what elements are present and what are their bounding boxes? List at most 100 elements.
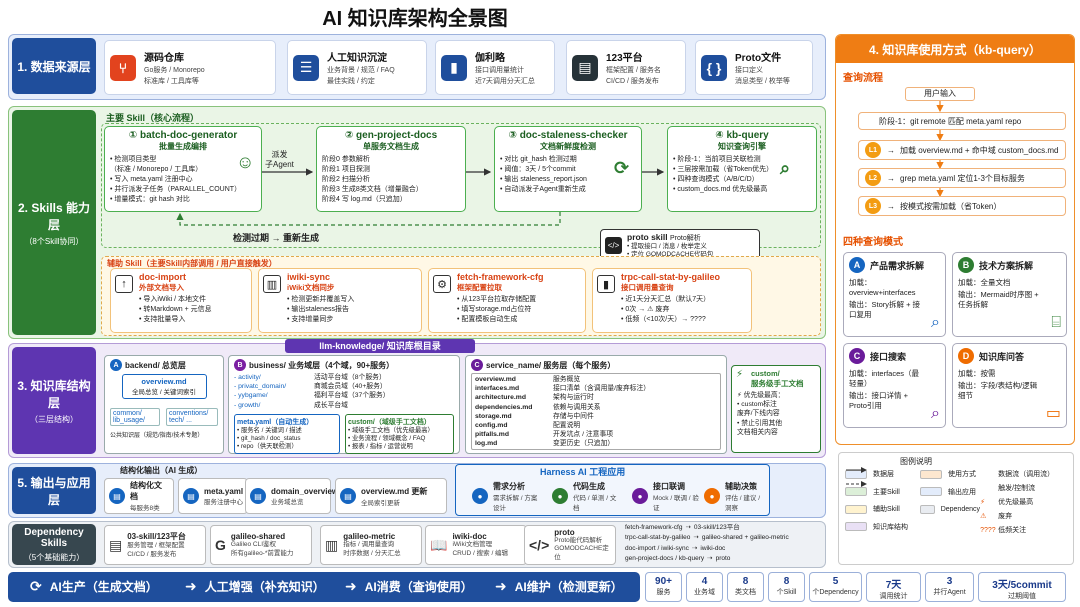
kb-a-note: 公共知识层（规范/指南/技术专题） [110, 433, 204, 439]
lifecycle-step: ⟳AI生产（生成文档） [30, 578, 158, 594]
kb-a-conventions: conventions/tech/ ... [166, 408, 218, 426]
flow-step-text: grep meta.yaml 定位1-3个目标服务 [900, 173, 1025, 183]
legend-item: 主要Skill [845, 485, 920, 499]
skill-item: • custom_docs.md 优先级最高 [673, 185, 768, 193]
legend-item: 辅助Skill [845, 502, 920, 516]
server-icon: ▤ [572, 54, 598, 81]
aux-skill-item: • 从123平台拉取存储配置 [457, 296, 537, 303]
skill-sub: 单服务文档生成 [363, 142, 419, 151]
mode-output: 输出：字段/表结构/逻辑细节 [958, 381, 1038, 401]
aux-skill-item: • 0次 → ⚠ 废弃 [621, 305, 670, 313]
dependency-relation: doc-import / iwiki-sync ⇢ iwiki-doc [625, 544, 726, 552]
skill-item: （标准 / Monorepo / 工具库） [110, 165, 203, 173]
git-icon: ⑂ [110, 54, 136, 81]
document-icon: ☰ [293, 54, 319, 81]
skill-name: ③ doc-staleness-checker [508, 130, 628, 141]
layer-5-label: 5. 输出与应用层 [12, 467, 96, 514]
source-title: 人工知识沉淀 [327, 52, 387, 64]
skill-item: • 并行派发子任务（PARALLEL_COUNT） [110, 185, 242, 193]
source-title: 源码仓库 [144, 52, 184, 64]
badge-a: A [110, 359, 122, 371]
source-desc: CI/CD / 服务发布 [606, 78, 659, 85]
lifecycle-step: ➜AI维护（检测更新） [495, 578, 623, 594]
aux-skill-item: • 支持增量同步 [287, 315, 334, 323]
mode-output: 输出：Mermaid时序图 + 任务拆解 [958, 290, 1039, 310]
mode-icon: ⌕ [931, 405, 940, 422]
lifecycle-step: ➜AI消费（查询使用） [345, 578, 473, 594]
dependency-relation: gen-project-docs / kb-query ⇢ proto [625, 555, 731, 563]
flow-step: L3→按模式按需加载（省Token） [858, 196, 1066, 216]
mode-badge: D [958, 348, 974, 364]
output-title: 结构化输出（AI 生成） [120, 466, 203, 475]
dependency-relation: fetch-framework-cfg ⇢ 03-skill/123平台 [625, 524, 740, 531]
aux-skill-item: • 输出staleness报告 [287, 305, 349, 313]
aux-skill-sub: iWiki文档同步 [287, 283, 335, 292]
doc-icon: ▤ [183, 488, 199, 504]
skill-item: • 自动派发子Agent重新生成 [500, 185, 586, 193]
aux-skill-item: • 低频（<10次/天）→ ???? [621, 315, 706, 323]
robot-icon: ☺ [236, 152, 255, 172]
meta-yaml-box: meta.yaml（自动生成） • 服务名 / 关键词 / 描述 • git_h… [234, 413, 341, 455]
skill-item: • 阈值：3天 / 5个commit [500, 165, 576, 173]
badge-c: C [471, 359, 483, 371]
level-badge: L1 [865, 142, 881, 158]
mode-output: 输出：接口详情 + Proto引用 [849, 391, 908, 411]
source-desc: 消息类型 / 枚举等 [735, 78, 790, 85]
source-desc: Go服务 / Monorepo [144, 66, 205, 74]
query-flow-title: 查询流程 [843, 73, 883, 84]
skill-item: • 四种查询模式（A/B/C/D） [673, 175, 759, 183]
legend-arrow-item: 触发/控制流 [998, 485, 1036, 492]
mode-badge: A [849, 257, 865, 273]
bars-icon: ▮ [597, 275, 615, 293]
aux-skill-name: fetch-framework-cfg [457, 272, 544, 282]
custom-item: • custom标注 [737, 401, 777, 409]
legend-item: 知识库结构 [845, 520, 920, 534]
flow-step-text: 按模式按需加载（省Token） [900, 201, 1002, 211]
custom-domain-box: custom/（域级手工文档） • 域级手工文档（优先级最高） • 业务流程 /… [345, 413, 454, 455]
level-badge: L3 [865, 198, 881, 214]
flow-step-text: 加载 overview.md + 命中域 custom_docs.md [900, 145, 1059, 155]
lightning-icon: ⚡ [736, 369, 744, 380]
skill-name: ① batch-doc-generator [128, 130, 238, 141]
legend-item: 输出应用 [920, 485, 980, 499]
mode-load: 加载：按需 [958, 369, 996, 378]
output-item: ▤overview.md 更新全局索引更新 [335, 478, 447, 514]
mode-badge: C [849, 348, 865, 364]
aux-skill-item: • 导入iWiki / 本地文件 [139, 296, 207, 303]
book-icon: ▥ [263, 275, 281, 293]
skill-item: 阶段4 写 log.md（只追加） [322, 195, 407, 203]
proto-skill-item: • 定位 GOMODCACHE代码包 [627, 251, 714, 259]
harness-item: ●需求分析需求拆解 / 方案设计 [468, 481, 544, 512]
dispatch-label: 派发子Agent [265, 150, 294, 169]
mode-icon: ⌸ [1051, 314, 1061, 331]
legend-arrow-item: ⚠废弃 [980, 513, 1013, 520]
mode-name: 接口搜索 [870, 351, 907, 362]
aux-skill-item: • 支持批量导入 [139, 315, 186, 323]
output-item: ▤结构化文档每服务8类 [104, 478, 174, 514]
dependency-icon: </> [529, 537, 550, 553]
legend-arrow-item: 数据流（调用流） [998, 471, 1055, 478]
kb-a-file-desc: 全局总览 / 关键词索引 [132, 389, 196, 396]
level-badge: L2 [865, 170, 881, 186]
kb-a-common: common/lib_usage/ [110, 408, 160, 426]
source-desc: 接口调用量统计 [475, 66, 524, 74]
custom-item: 废弃/下线内容 [737, 410, 780, 418]
skill-sub: 文档新鲜度检测 [540, 142, 596, 151]
flow-step: L2→grep meta.yaml 定位1-3个目标服务 [858, 168, 1066, 188]
skill-item: • 对比 git_hash 检测过期 [500, 156, 577, 163]
skill-item: 阶段2 扫描分析 [322, 175, 370, 183]
modes-title: 四种查询模式 [843, 237, 903, 248]
